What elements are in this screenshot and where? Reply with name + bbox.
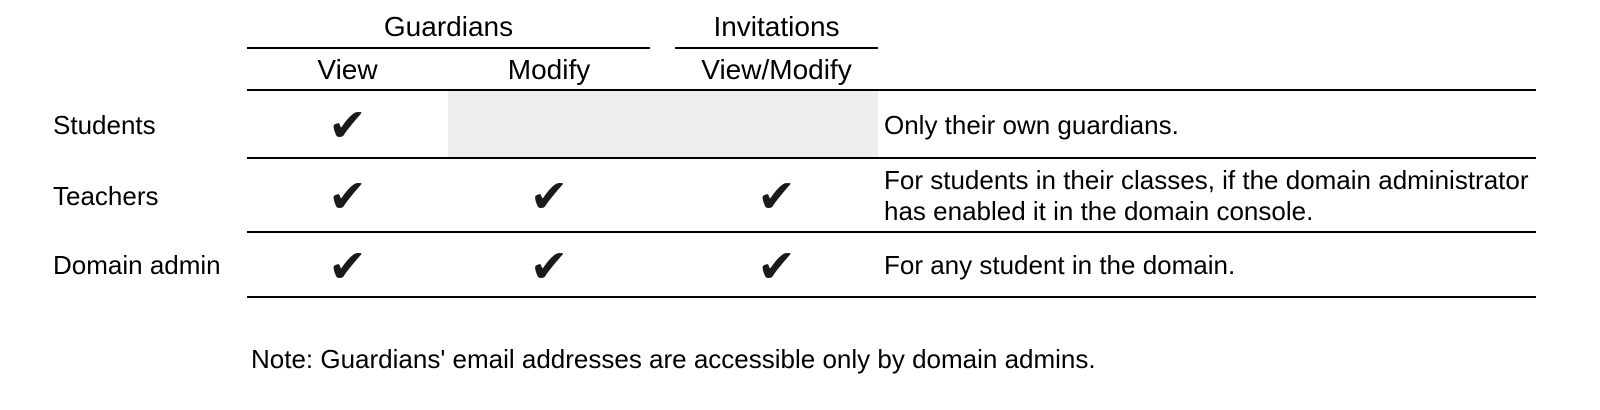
- header-separator-line: [247, 89, 1536, 91]
- row-label-teachers: Teachers: [53, 180, 159, 211]
- row-label-domain-admin: Domain admin: [53, 250, 221, 280]
- check-cell-students-view: ✔: [328, 98, 367, 152]
- note-domain-admin: For any student in the domain.: [884, 250, 1236, 280]
- permissions-table: Guardians Invitations View Modify View/M…: [53, 0, 1536, 298]
- guardians-group-header: Guardians: [247, 0, 650, 49]
- row-label-students: Students: [53, 109, 156, 140]
- note-teachers: For students in their classes, if the do…: [884, 165, 1529, 226]
- column-header-view-modify: View/Modify: [701, 54, 852, 85]
- check-cell-students-view-modify: [675, 91, 878, 159]
- invitations-group-header: Invitations: [675, 0, 878, 49]
- note-students: Only their own guardians.: [884, 109, 1179, 140]
- check-cell-teachers-view: ✔: [328, 169, 367, 223]
- row-separator-line: [247, 157, 1536, 159]
- check-cell-students-modify: [448, 91, 650, 159]
- check-cell-teachers-modify: ✔: [529, 169, 569, 223]
- check-cell-domain-admin-view: ✔: [328, 238, 367, 293]
- check-cell-domain-admin-view-modify: ✔: [757, 238, 796, 293]
- blocked-cell-students: [448, 91, 878, 159]
- check-cell-domain-admin-modify: ✔: [529, 238, 569, 293]
- footnote: Note: Guardians' email addresses are acc…: [251, 344, 1096, 374]
- column-header-view: View: [317, 54, 378, 85]
- check-cell-teachers-view-modify: ✔: [757, 169, 796, 223]
- row-separator-line: [247, 296, 1536, 298]
- row-separator-line: [247, 231, 1536, 233]
- column-header-modify: Modify: [507, 54, 591, 85]
